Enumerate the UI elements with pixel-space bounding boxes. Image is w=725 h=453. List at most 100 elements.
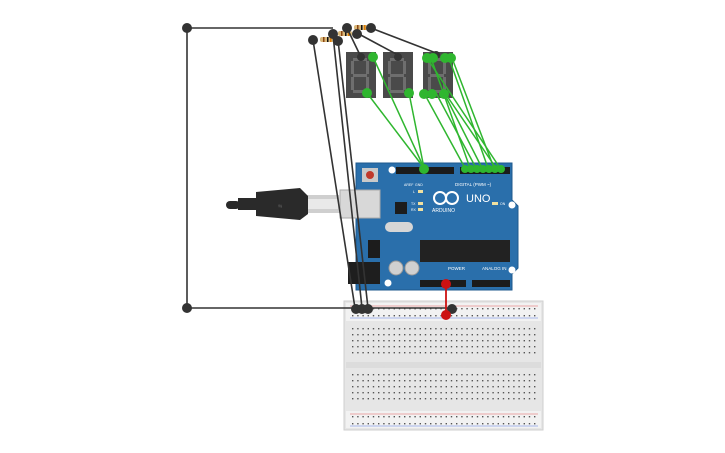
breadboard-hole[interactable] [398, 386, 401, 388]
breadboard-hole[interactable] [352, 328, 354, 330]
breadboard-hole[interactable] [492, 334, 494, 336]
breadboard-hole[interactable] [419, 328, 421, 330]
breadboard-hole[interactable] [513, 374, 515, 376]
breadboard-hole[interactable] [492, 346, 494, 348]
breadboard-hole[interactable] [471, 423, 473, 425]
breadboard-hole[interactable] [518, 346, 520, 348]
breadboard-hole[interactable] [523, 374, 525, 376]
breadboard-hole[interactable] [466, 315, 468, 317]
breadboard-hole[interactable] [492, 416, 494, 418]
breadboard-hole[interactable] [523, 340, 525, 342]
breadboard-hole[interactable] [476, 340, 479, 342]
breadboard-hole[interactable] [352, 380, 354, 382]
breadboard-hole[interactable] [419, 380, 421, 382]
breadboard-hole[interactable] [398, 423, 401, 425]
wire-endpoint[interactable] [333, 36, 343, 46]
breadboard-hole[interactable] [528, 392, 531, 394]
breadboard-hole[interactable] [378, 423, 380, 425]
breadboard-hole[interactable] [528, 346, 531, 348]
breadboard-hole[interactable] [513, 308, 515, 310]
breadboard-hole[interactable] [372, 315, 375, 317]
breadboard-hole[interactable] [372, 416, 375, 418]
breadboard-hole[interactable] [424, 352, 427, 354]
breadboard-hole[interactable] [528, 386, 531, 388]
breadboard-hole[interactable] [378, 315, 380, 317]
breadboard-hole[interactable] [393, 340, 395, 342]
breadboard-hole[interactable] [466, 346, 468, 348]
breadboard-hole[interactable] [362, 352, 364, 354]
wire-endpoint[interactable] [363, 304, 373, 314]
breadboard-hole[interactable] [508, 392, 510, 394]
breadboard-hole[interactable] [466, 328, 468, 330]
breadboard-hole[interactable] [534, 352, 536, 354]
breadboard-hole[interactable] [424, 380, 427, 382]
breadboard-hole[interactable] [487, 352, 489, 354]
breadboard-hole[interactable] [513, 386, 515, 388]
breadboard-hole[interactable] [482, 308, 484, 310]
breadboard-hole[interactable] [523, 334, 525, 336]
breadboard-hole[interactable] [424, 374, 427, 376]
breadboard-hole[interactable] [440, 346, 442, 348]
breadboard-hole[interactable] [372, 380, 375, 382]
breadboard-hole[interactable] [492, 352, 494, 354]
breadboard-hole[interactable] [518, 398, 520, 400]
breadboard-hole[interactable] [435, 334, 437, 336]
breadboard-hole[interactable] [471, 346, 473, 348]
wire-endpoint[interactable] [342, 23, 352, 33]
breadboard-hole[interactable] [461, 380, 463, 382]
wire-endpoint[interactable] [419, 164, 429, 174]
breadboard-hole[interactable] [487, 416, 489, 418]
green-wires[interactable] [366, 56, 501, 169]
breadboard-hole[interactable] [461, 374, 463, 376]
breadboard-hole[interactable] [492, 392, 494, 394]
breadboard-hole[interactable] [492, 340, 494, 342]
breadboard-hole[interactable] [487, 340, 489, 342]
breadboard-hole[interactable] [383, 392, 385, 394]
breadboard-hole[interactable] [513, 315, 515, 317]
breadboard-hole[interactable] [404, 328, 406, 330]
breadboard-hole[interactable] [398, 392, 401, 394]
breadboard-hole[interactable] [445, 416, 447, 418]
breadboard-hole[interactable] [419, 398, 421, 400]
breadboard-hole[interactable] [440, 352, 442, 354]
wire-endpoints[interactable] [182, 23, 505, 320]
breadboard-hole[interactable] [372, 374, 375, 376]
breadboard-hole[interactable] [357, 328, 359, 330]
breadboard-hole[interactable] [367, 315, 369, 317]
breadboard-hole[interactable] [492, 315, 494, 317]
breadboard-hole[interactable] [461, 328, 463, 330]
breadboard-hole[interactable] [450, 392, 453, 394]
breadboard-hole[interactable] [492, 386, 494, 388]
wire-endpoint[interactable] [441, 310, 451, 320]
breadboard-hole[interactable] [430, 334, 432, 336]
breadboard-hole[interactable] [404, 398, 406, 400]
breadboard-hole[interactable] [518, 352, 520, 354]
breadboard-hole[interactable] [445, 352, 447, 354]
breadboard-hole[interactable] [409, 374, 411, 376]
breadboard-hole[interactable] [482, 334, 484, 336]
breadboard-hole[interactable] [450, 398, 453, 400]
breadboard-hole[interactable] [388, 340, 390, 342]
breadboard-hole[interactable] [409, 398, 411, 400]
breadboard-hole[interactable] [482, 374, 484, 376]
breadboard-hole[interactable] [378, 398, 380, 400]
breadboard-hole[interactable] [419, 352, 421, 354]
breadboard-hole[interactable] [450, 380, 453, 382]
breadboard-hole[interactable] [502, 374, 505, 376]
breadboard-hole[interactable] [388, 398, 390, 400]
breadboard-hole[interactable] [435, 328, 437, 330]
wire-endpoint[interactable] [328, 29, 338, 39]
wire-endpoint[interactable] [352, 29, 362, 39]
breadboard-hole[interactable] [409, 392, 411, 394]
breadboard-hole[interactable] [409, 423, 411, 425]
breadboard-hole[interactable] [497, 380, 499, 382]
breadboard-hole[interactable] [362, 380, 364, 382]
breadboard-hole[interactable] [398, 374, 401, 376]
breadboard-hole[interactable] [508, 346, 510, 348]
breadboard-hole[interactable] [367, 334, 369, 336]
breadboard-hole[interactable] [352, 392, 354, 394]
breadboard-hole[interactable] [357, 423, 359, 425]
breadboard-hole[interactable] [461, 398, 463, 400]
breadboard-hole[interactable] [424, 346, 427, 348]
breadboard-hole[interactable] [471, 328, 473, 330]
